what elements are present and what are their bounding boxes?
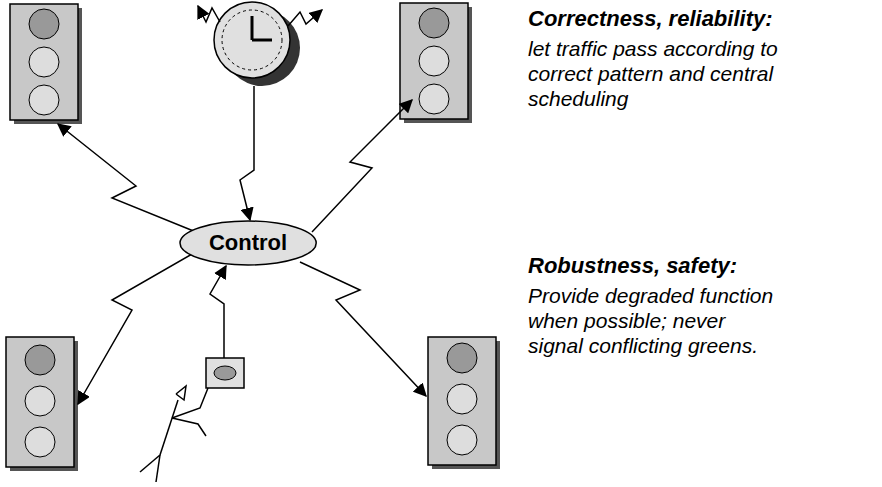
radio-signal — [198, 6, 322, 26]
pedestrian-figure — [140, 386, 208, 482]
clock — [214, 2, 300, 86]
traffic-light — [428, 337, 500, 469]
heading-text: Correctness, reliability: — [528, 6, 878, 31]
node-text: Control — [209, 230, 287, 256]
control-ellipse: Control — [179, 220, 317, 266]
heading-text: Robustness, safety: — [528, 253, 878, 278]
traffic-light — [10, 4, 82, 124]
push-button — [206, 358, 244, 388]
note-text: Provide degraded function when possible;… — [528, 283, 783, 358]
note-text: let traffic pass according to correct pa… — [528, 36, 798, 111]
wireless-arrow — [58, 86, 426, 404]
traffic-light — [6, 337, 78, 471]
traffic-light — [400, 3, 472, 123]
